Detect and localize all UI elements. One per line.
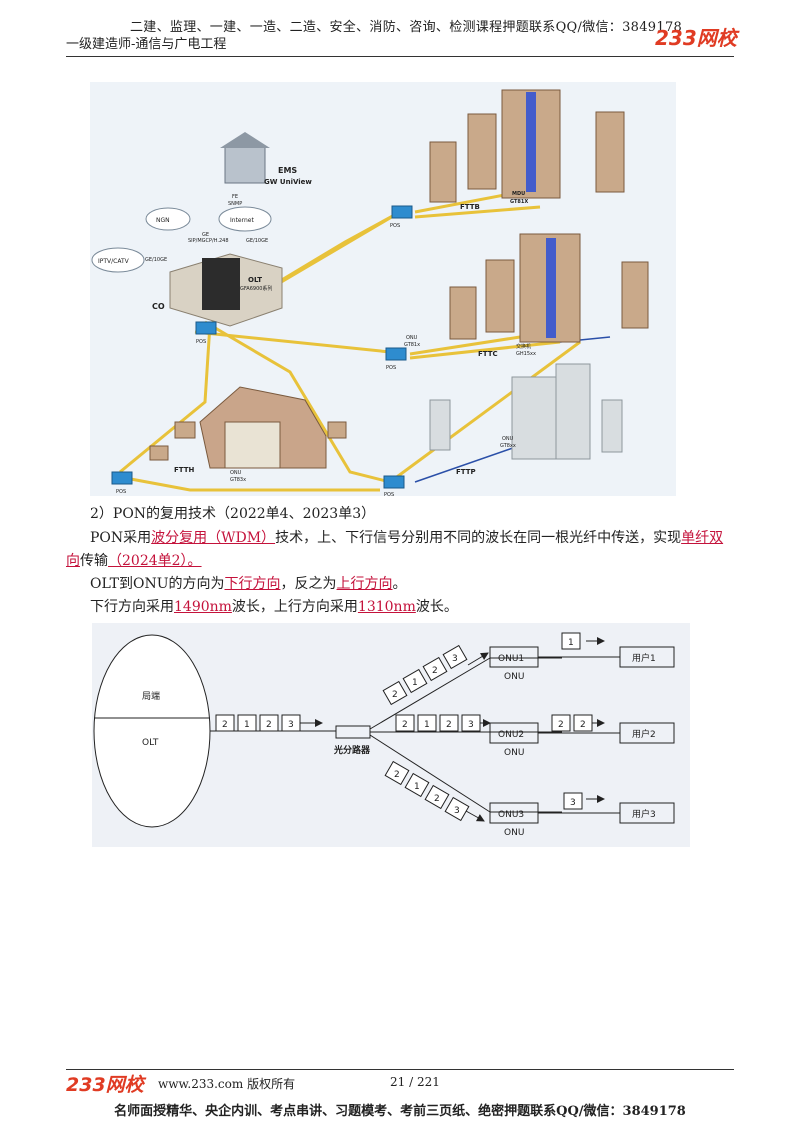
olt-sub-label: GFA6900系列 [240,285,272,292]
page-number: 21 / 221 [390,1075,440,1089]
highlight-direction: 向 [66,553,80,569]
internet-label: Internet [230,217,254,224]
text-segment: 技术，上、下行信号分别用不同的波长在同一根光纤中传送，实现 [275,530,682,546]
text-segment: 波长。 [415,599,458,615]
packet-b2-3: 2 [446,720,452,730]
paragraph-wdm-line1: PON采用波分复用（WDM）技术，上、下行信号分别用不同的波长在同一根光纤中传送… [90,527,723,549]
onu3-label: ONU3 [498,810,524,820]
packet-b2-4: 3 [468,720,474,730]
highlight-downstream: 下行方向 [224,576,281,592]
onu3-caption: ONU [504,828,524,838]
footer-copyright: www.233.com 版权所有 [158,1077,296,1091]
ge-10ge-label-2: GE/10GE [145,257,167,263]
onu2-label: ONU2 [498,730,524,740]
highlight-upstream: 上行方向 [336,576,393,592]
user2-label: 用户2 [632,728,656,740]
fttc-label: FTTC [478,350,498,358]
highlight-1310nm: 1310nm [357,599,416,615]
onu-label: ONU [406,335,418,341]
pon-network-figure: EMS GW UniView FE SNMP NGN Internet GE S… [90,82,676,498]
iptv-label: IPTV/CATV [98,258,130,265]
snmp-label: SNMP [228,201,242,207]
ftth-label: FTTH [174,466,194,474]
text-segment: 下行方向采用 [90,599,174,615]
section-heading: 2）PON的复用技术（2022单4、2023单3） [90,506,376,522]
text-segment: ，反之为 [280,576,337,592]
mdu-label: MDU [512,191,525,197]
paragraph-wdm-line2: 向传输（2024单2）。 [66,550,202,572]
pos-label-1: POS [390,223,400,229]
ems-label: EMS [278,166,297,175]
packet-user3: 3 [570,798,576,808]
text-segment: 波长，上行方向采用 [231,599,358,615]
fttp-label: FTTP [456,468,476,476]
highlight-single-fiber: 单纤双 [681,530,724,546]
footer-logo: 233网校 [66,1074,144,1096]
highlight-exam-ref: （2024单2）。 [108,553,202,569]
packet-b1-1: 2 [392,690,398,700]
onu1-caption: ONU [504,672,524,682]
user3-label: 用户3 [632,808,656,820]
fttp-onu-sub-label: GT8xx [500,443,516,449]
packet-b3-3: 2 [434,794,440,804]
text-segment: 。 [392,576,407,592]
home-onu-sub-label: GT83x [230,477,246,483]
pos-label-2: POS [196,339,206,345]
paragraph-direction: OLT到ONU的方向为下行方向，反之为上行方向。 [90,573,407,595]
switch-sub-label: GH15xx [516,351,536,357]
packet-main-2: 1 [244,720,250,730]
pos-label-5: POS [384,492,394,496]
ge-label: GE [202,232,209,238]
footer-contact-line: 名师面授精华、央企内训、考点串讲、习题模考、考前三页纸、绝密押题联系QQ/微信：… [114,1104,686,1119]
packet-b3-1: 2 [394,770,400,780]
co-label: CO [152,302,165,311]
text-segment: PON采用 [90,530,152,546]
packet-b1-2: 1 [412,678,418,688]
user1-label: 用户1 [632,652,656,664]
onu1-label: ONU1 [498,654,524,664]
header-logo: 233网校 [655,26,737,50]
highlight-1490nm: 1490nm [174,599,232,615]
pos-label-4: POS [116,489,126,495]
ems-sub-label: GW UniView [264,178,312,186]
fttb-label: FTTB [460,203,480,211]
onu2-caption: ONU [504,748,524,758]
text-segment: OLT到ONU的方向为 [90,576,225,592]
header-divider [66,56,734,57]
pon-broadcast-diagram: 2 1 2 3 2 1 2 3 2 1 2 3 2 1 2 3 1 2 2 3 … [92,623,690,847]
packet-b3-2: 1 [414,782,420,792]
footer-divider [66,1069,734,1070]
packet-b1-4: 3 [452,654,458,664]
onu-sub-label: GT81x [404,342,420,348]
packet-main-4: 3 [288,720,294,730]
splitter-label: 光分路器 [333,744,371,756]
mdu-sub-label: GT81X [510,199,528,205]
packet-user2-a: 2 [558,720,564,730]
pos-label-3: POS [386,365,396,371]
ngn-label: NGN [156,217,170,224]
ge-10ge-label: GE/10GE [246,238,268,244]
olt-label: OLT [248,276,262,284]
packet-b1-3: 2 [432,666,438,676]
highlight-wdm: 波分复用（WDM） [151,530,276,546]
packet-b2-2: 1 [424,720,430,730]
olt-label: OLT [142,738,159,748]
fttp-onu-label: ONU [502,436,514,442]
header-subject: 一级建造师-通信与广电工程 [66,37,227,52]
sip-label: SIP/MGCP/H.248 [188,238,229,244]
fe-label: FE [232,194,238,200]
header-contact-line: 二建、监理、一建、一造、二造、安全、消防、咨询、检测课程押题联系QQ/微信：38… [130,20,683,35]
packet-b2-1: 2 [402,720,408,730]
switch-label: 交换机 [516,343,531,350]
paragraph-wavelength: 下行方向采用1490nm波长，上行方向采用1310nm波长。 [90,596,458,618]
packet-user2-b: 2 [580,720,586,730]
office-label: 局端 [142,690,160,702]
packet-main-3: 2 [266,720,272,730]
packet-b3-4: 3 [454,806,460,816]
text-segment: 传输 [80,553,108,569]
home-onu-label: ONU [230,470,242,476]
packet-user1: 1 [568,638,574,648]
packet-main-1: 2 [222,720,228,730]
